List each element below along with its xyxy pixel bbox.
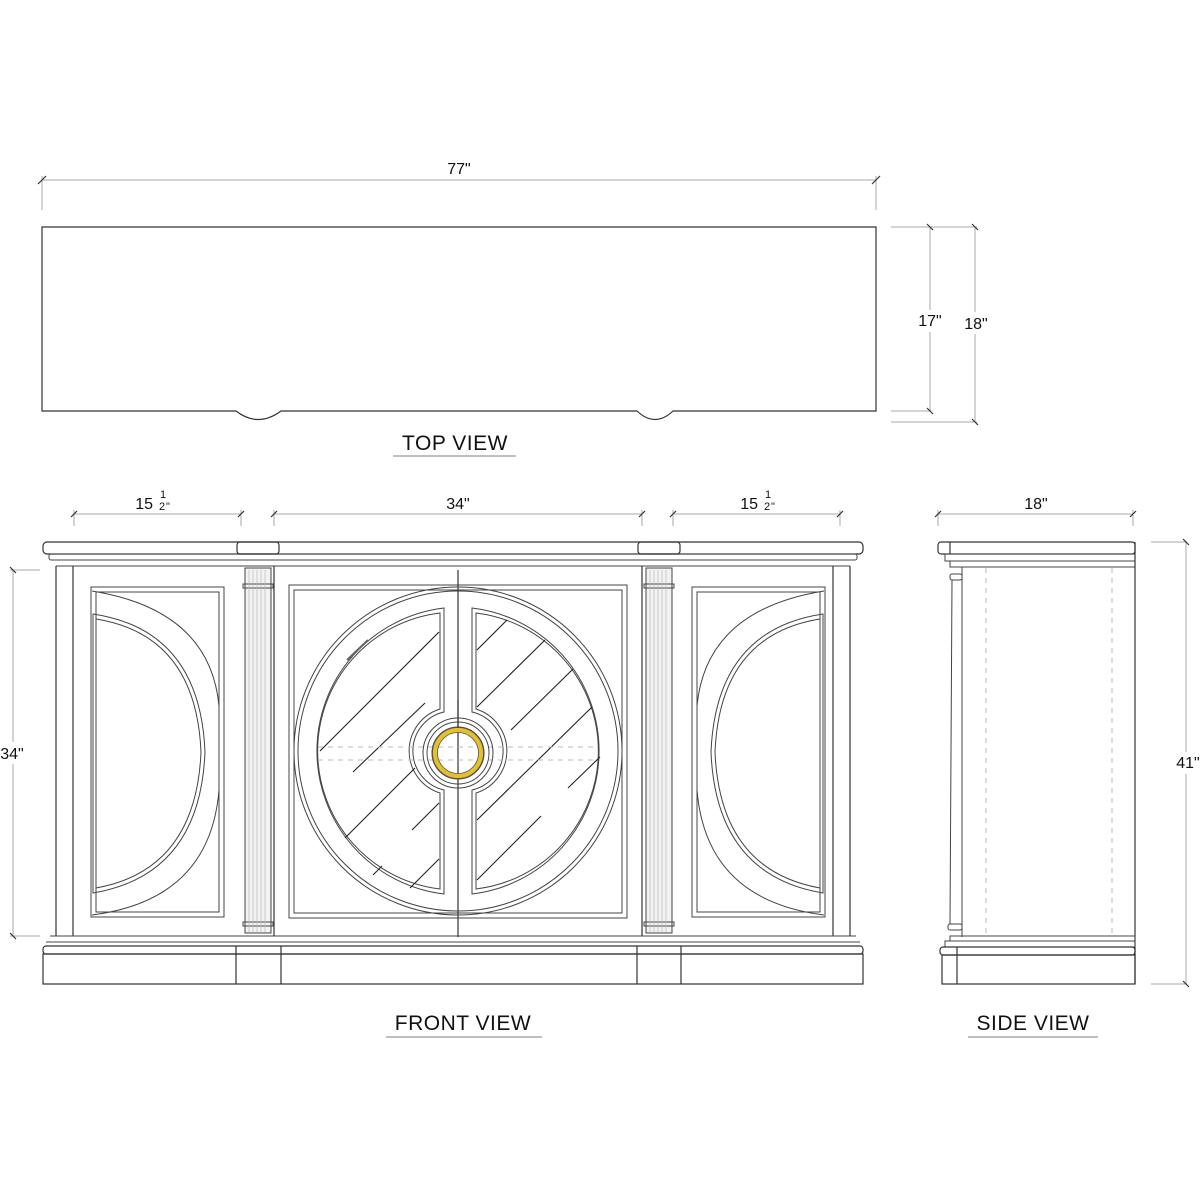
front-view: 15 1 2 " 34" 15 1 2 " bbox=[0, 489, 864, 1038]
side-depth-label: 18" bbox=[1024, 496, 1047, 513]
top-view-label: TOP VIEW bbox=[402, 432, 508, 455]
left-section-unit: " bbox=[166, 501, 170, 513]
left-door-panel bbox=[90, 586, 225, 918]
side-depth-dimension: 18" bbox=[934, 496, 1137, 526]
front-view-label: FRONT VIEW bbox=[395, 1012, 531, 1035]
top-width-label: 77" bbox=[447, 161, 470, 178]
top-outline bbox=[41, 226, 877, 421]
front-cornice bbox=[42, 541, 864, 567]
left-section-whole: 15 bbox=[135, 496, 153, 513]
side-height-dimension: 41" bbox=[1151, 538, 1200, 988]
left-column bbox=[242, 567, 274, 934]
left-section-num: 1 bbox=[160, 489, 166, 501]
front-height-label: 34" bbox=[0, 746, 23, 763]
center-doors bbox=[288, 570, 628, 937]
right-section-whole: 15 bbox=[740, 496, 758, 513]
left-glass-pane bbox=[316, 607, 445, 895]
right-section-unit: " bbox=[771, 501, 775, 513]
side-height-label: 41" bbox=[1176, 755, 1199, 772]
right-glass-pane bbox=[471, 607, 601, 895]
front-plinth bbox=[42, 935, 864, 985]
center-section-label: 34" bbox=[446, 496, 469, 513]
right-section-den: 2 bbox=[764, 501, 770, 513]
side-view-label: SIDE VIEW bbox=[976, 1012, 1089, 1035]
top-depth-dimensions: 17" 18" bbox=[891, 223, 991, 426]
top-depth-inner-label: 17" bbox=[918, 313, 941, 330]
ring-pull-icon bbox=[432, 727, 484, 779]
top-depth-outer-label: 18" bbox=[964, 316, 987, 333]
front-height-dimension: 34" bbox=[0, 566, 40, 940]
front-width-dimensions: 15 1 2 " 34" 15 1 2 " bbox=[70, 489, 844, 526]
top-width-dimension: 77" bbox=[37, 161, 881, 210]
right-section-num: 1 bbox=[765, 489, 771, 501]
left-section-den: 2 bbox=[159, 501, 165, 513]
right-column bbox=[643, 567, 675, 934]
right-door-panel bbox=[691, 586, 826, 918]
side-view: 18" 41" SIDE VIEW bbox=[934, 496, 1200, 1038]
top-view: 77" 17" 18" TOP VIEW bbox=[37, 161, 991, 457]
